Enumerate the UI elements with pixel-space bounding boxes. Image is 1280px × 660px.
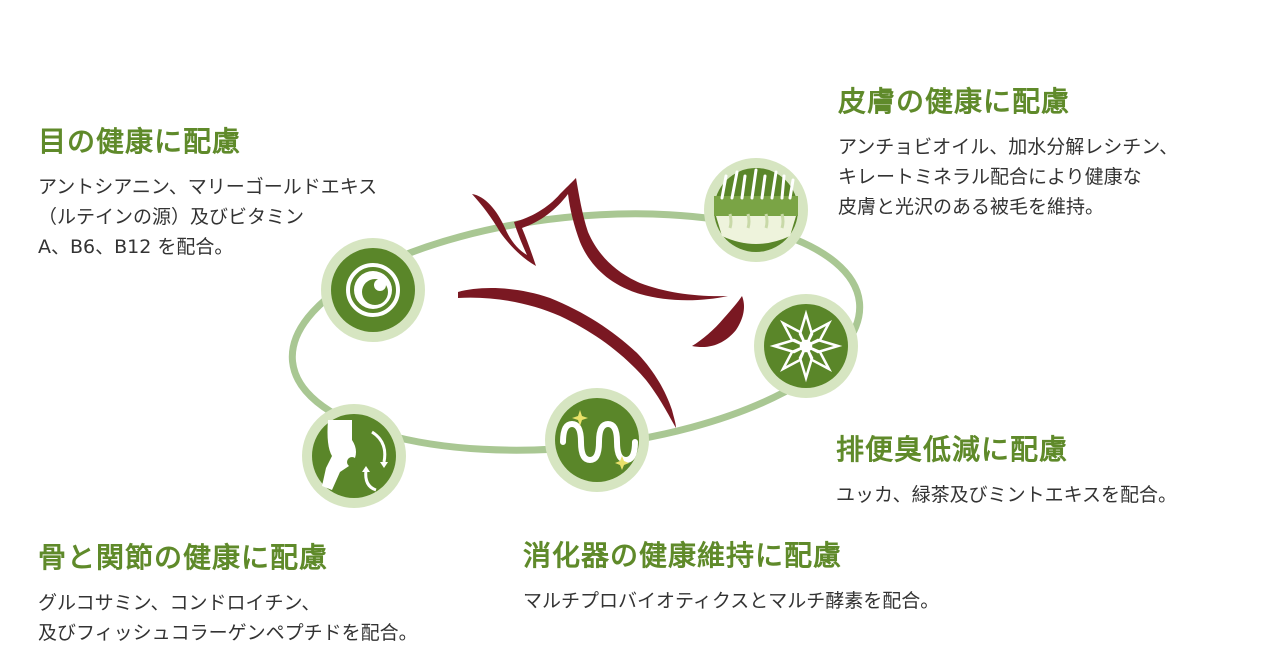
intestine-icon <box>560 410 638 470</box>
joint-icon <box>322 420 388 492</box>
flower-icon <box>769 309 843 383</box>
digest-badge <box>545 388 649 492</box>
skin-badge <box>704 158 808 262</box>
digest-benefit-body: マルチプロバイオティクスとマルチ酵素を配合。 <box>523 590 940 612</box>
skin-hair-icon <box>714 168 798 244</box>
skin-benefit-body: アンチョビオイル、加水分解レシチン、 キレートミネラル配合により健康な 皮膚と光… <box>838 136 1179 218</box>
digest-benefit-title: 消化器の健康維持に配慮 <box>523 539 843 572</box>
eye-badge <box>321 238 425 342</box>
skin-benefit-title: 皮膚の健康に配慮 <box>838 85 1071 118</box>
joint-benefit-body: グルコサミン、コンドロイチン、 及びフィッシュコラーゲンペプチドを配合。 <box>38 592 418 644</box>
eye-benefit: 目の健康に配慮 アントシアニン、マリーゴールドエキス （ルテインの源）及びビタミ… <box>38 120 458 262</box>
joint-benefit-title: 骨と関節の健康に配慮 <box>38 541 329 574</box>
odor-badge <box>754 294 858 398</box>
odor-benefit: 排便臭低減に配慮 ユッカ、緑茶及びミントエキスを配合。 <box>836 428 1256 510</box>
cat-illustration <box>458 178 744 428</box>
odor-benefit-body: ユッカ、緑茶及びミントエキスを配合。 <box>836 484 1178 506</box>
eye-benefit-body: アントシアニン、マリーゴールドエキス （ルテインの源）及びビタミン A、B6、B… <box>38 176 378 258</box>
joint-benefit: 骨と関節の健康に配慮 グルコサミン、コンドロイチン、 及びフィッシュコラーゲンペ… <box>38 536 518 648</box>
odor-benefit-title: 排便臭低減に配慮 <box>836 433 1069 466</box>
eye-benefit-title: 目の健康に配慮 <box>38 125 242 158</box>
joint-badge <box>302 404 406 508</box>
skin-benefit: 皮膚の健康に配慮 アンチョビオイル、加水分解レシチン、 キレートミネラル配合によ… <box>838 80 1258 222</box>
eye-icon <box>346 263 400 317</box>
digest-benefit: 消化器の健康維持に配慮 マルチプロバイオティクスとマルチ酵素を配合。 <box>523 534 1243 616</box>
